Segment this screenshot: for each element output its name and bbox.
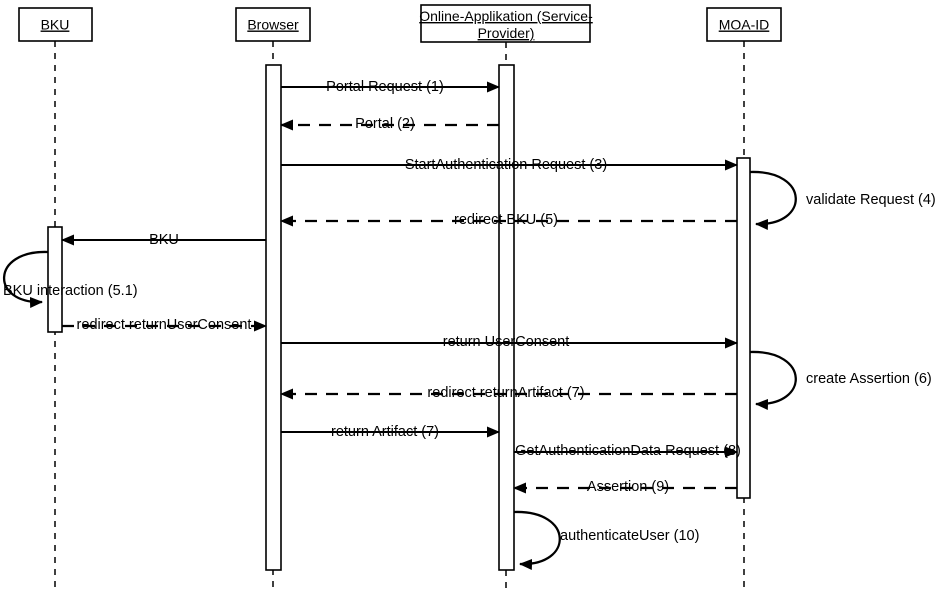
- message-label-6: create Assertion (6): [806, 371, 932, 387]
- lifeline-label-browser: Browser: [247, 17, 299, 33]
- activation-bar-browser: [265, 64, 282, 571]
- lifeline-box-browser[interactable]: [235, 7, 311, 42]
- lifeline-box-oa[interactable]: [420, 4, 591, 43]
- lifeline-box-bku[interactable]: [18, 7, 93, 42]
- lifeline-headers-group: BKU Browser Online-Applikation (Service-Pr…: [18, 4, 782, 43]
- message-label-5: redirect BKU (5): [454, 212, 558, 228]
- messages-group: [3, 81, 797, 570]
- message-label-6a: redirect returnUserConsent: [76, 317, 252, 333]
- message-label-5.1: BKU interaction (5.1): [3, 283, 138, 299]
- message-label-6b: return UserConsent: [442, 334, 570, 350]
- message-label-8: GetAuthenticationData Request (8): [515, 443, 741, 459]
- message-label-7b: return Artifact (7): [331, 424, 439, 440]
- message-label-10: authenticateUser (10): [560, 528, 700, 544]
- lifeline-box-moaid[interactable]: [706, 7, 782, 42]
- lifeline-label-bku: BKU: [41, 17, 70, 33]
- activation-bar-oa: [498, 64, 515, 571]
- message-label-7a: redirect returnArtifact (7): [427, 385, 585, 401]
- message-label-5b: BKU: [149, 232, 179, 248]
- self-message-5.1: [3, 250, 49, 308]
- activation-bar-moaid: [736, 157, 751, 499]
- activation-bar-bku: [47, 226, 63, 333]
- message-label-2: Portal (2): [355, 116, 415, 132]
- message-label-3: StartAuthentication Request (3): [404, 157, 608, 173]
- lifeline-label-oa: Online-Applikation (Service-Provider): [419, 8, 593, 41]
- message-label-4: validate Request (4): [806, 192, 936, 208]
- self-message-6: [749, 350, 797, 410]
- activations-group: [47, 64, 751, 571]
- self-message-4: [749, 170, 797, 230]
- message-label-1: Portal Request (1): [326, 79, 444, 95]
- lifeline-label-moaid: MOA-ID: [719, 17, 770, 33]
- message-label-9: Assertion (9): [586, 479, 670, 495]
- self-message-10: [513, 510, 561, 570]
